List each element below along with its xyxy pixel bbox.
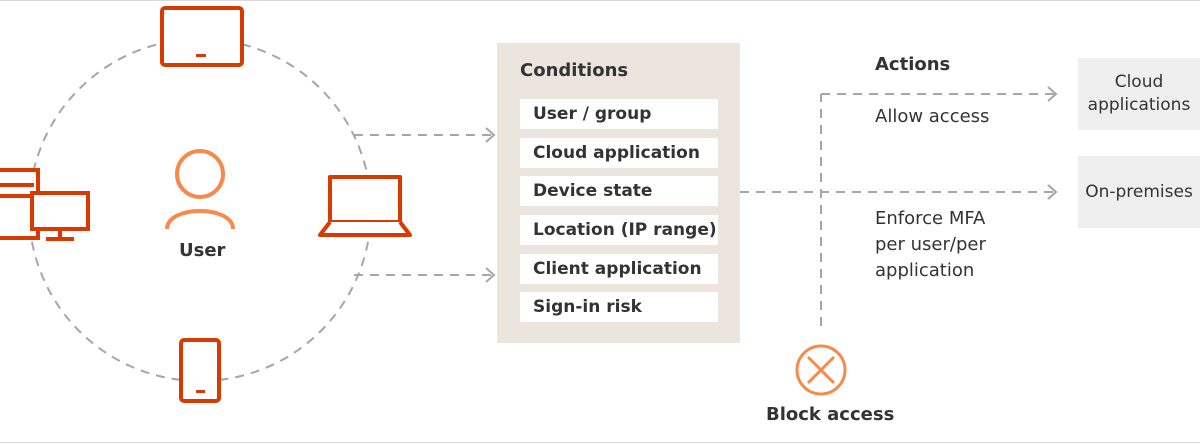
top-border: [0, 0, 1200, 1]
tablet-icon: [160, 6, 244, 67]
enforce-mfa-label: Enforce MFA per user/per application: [875, 208, 986, 281]
block-icon: [795, 344, 847, 396]
condition-sign-in-risk: Sign-in risk: [520, 292, 718, 322]
actions-title: Actions: [875, 54, 951, 75]
condition-cloud-application: Cloud application: [520, 138, 718, 168]
laptop-icon: [318, 175, 412, 237]
bottom-border: [0, 442, 1200, 443]
desktop-icon: [0, 168, 90, 241]
condition-device-state: Device state: [520, 176, 718, 206]
block-access-label: Block access: [766, 404, 895, 425]
condition-location: Location (IP range): [520, 215, 718, 245]
user-label: User: [179, 240, 226, 261]
user-icon: [165, 149, 235, 230]
connector-to-on-premises: [740, 184, 1058, 200]
connector-top: [354, 127, 496, 143]
connector-bottom: [354, 267, 496, 283]
allow-access-label: Allow access: [875, 106, 990, 127]
phone-icon: [179, 338, 221, 403]
cloud-applications-box: Cloud applications: [1078, 58, 1200, 130]
conditions-title: Conditions: [520, 60, 629, 81]
condition-client-application: Client application: [520, 254, 718, 284]
condition-user-group: User / group: [520, 99, 718, 129]
connector-to-cloud: [820, 86, 1058, 326]
on-premises-box: On-premises: [1078, 156, 1200, 228]
